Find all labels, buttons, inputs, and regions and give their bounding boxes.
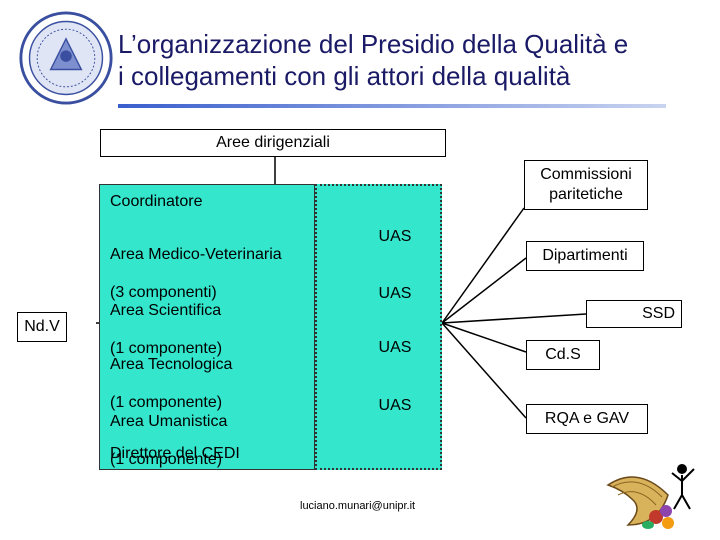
commissioni-paritetiche-box: Commissioni paritetiche xyxy=(524,160,648,210)
commissioni-line-1: Commissioni xyxy=(540,166,632,183)
ssd-box: SSD xyxy=(586,300,682,328)
ssd-label: SSD xyxy=(642,305,675,322)
uas-label: UAS xyxy=(378,339,412,356)
area-name: Area Medico-Veterinaria xyxy=(110,246,282,263)
title-underline xyxy=(118,104,666,108)
rqa-gav-box: RQA e GAV xyxy=(526,404,648,434)
university-seal-icon xyxy=(19,11,113,105)
area-members: (1 componente) xyxy=(110,394,223,411)
rqa-gav-label: RQA e GAV xyxy=(544,410,630,427)
area-name: Area Tecnologica xyxy=(110,356,233,373)
director-label: Direttore del CEDI xyxy=(110,445,240,462)
uas-label: UAS xyxy=(378,228,412,245)
area-tecnologica: Area Tecnologica (1 componente) xyxy=(110,336,232,431)
area-scientifica: Area Scientifica (1 componente) xyxy=(110,282,222,377)
area-members: (1 componente) xyxy=(110,451,223,468)
title-line-1: L’organizzazione del Presidio della Qual… xyxy=(118,29,629,59)
area-members: (3 componenti) xyxy=(110,284,217,301)
area-umanistica: Area Umanistica (1 componente) xyxy=(110,393,227,488)
area-name: Area Umanistica xyxy=(110,413,228,430)
uas-panel xyxy=(315,184,442,470)
area-members: (1 componente) xyxy=(110,340,223,357)
area-name: Area Scientifica xyxy=(110,302,222,319)
aree-dirigenziali-box: Aree dirigenziali xyxy=(100,129,446,157)
coordinator-label: Coordinatore xyxy=(110,193,203,210)
presidio-panel xyxy=(99,184,315,470)
dipartimenti-box: Dipartimenti xyxy=(526,241,644,271)
cds-label: Cd.S xyxy=(545,346,581,363)
uas-label: UAS xyxy=(378,285,412,302)
ndv-box: Nd.V xyxy=(17,312,67,342)
cornucopia-icon xyxy=(606,464,695,529)
title-line-2: i collegamenti con gli attori della qual… xyxy=(118,61,571,91)
page-title: L’organizzazione del Presidio della Qual… xyxy=(118,28,688,92)
ndv-label: Nd.V xyxy=(24,318,60,335)
commissioni-line-2: paritetiche xyxy=(549,186,623,203)
area-medico-veterinaria: Area Medico-Veterinaria (3 componenti) xyxy=(110,226,282,321)
uas-label: UAS xyxy=(378,397,412,414)
footer-email: luciano.munari@unipr.it xyxy=(300,500,416,512)
aree-dirigenziali-label: Aree dirigenziali xyxy=(216,134,330,151)
cds-box: Cd.S xyxy=(526,340,600,370)
dipartimenti-label: Dipartimenti xyxy=(542,247,628,264)
